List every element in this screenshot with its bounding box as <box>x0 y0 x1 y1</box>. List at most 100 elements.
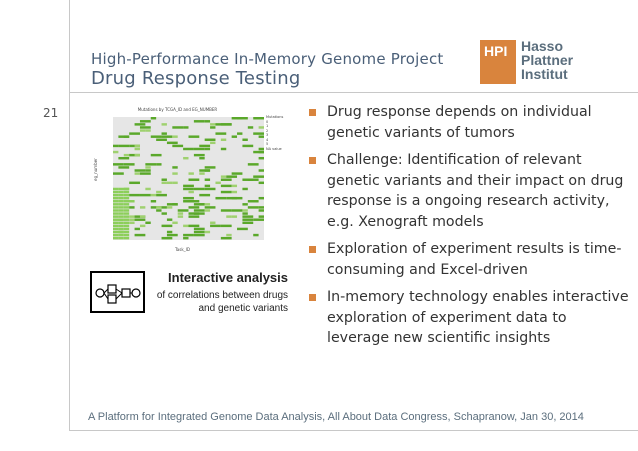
heatmap-cell <box>258 126 264 129</box>
heatmap-cell <box>231 172 243 175</box>
heatmap-cell <box>242 138 248 141</box>
heatmap-cell <box>113 212 119 215</box>
heatmap-cell <box>113 233 119 237</box>
heatmap-cell <box>166 218 173 221</box>
heatmap-cell <box>204 203 211 206</box>
logo-line-2: Plattner <box>521 52 574 68</box>
heatmap-cell <box>258 206 270 209</box>
bullet-square-icon <box>309 109 316 116</box>
heatmap-cell <box>199 193 211 197</box>
heatmap-cell <box>177 212 184 215</box>
heatmap-cell <box>123 227 130 231</box>
heatmap-cell <box>113 236 119 240</box>
heatmap-cell <box>150 117 157 120</box>
heatmap-cell <box>177 215 184 218</box>
heatmap-cell <box>118 206 124 209</box>
callout-subtitle-line-1: of correlations between drugs <box>156 290 288 301</box>
heatmap-cell <box>150 193 157 197</box>
heatmap-cell <box>139 172 151 175</box>
heatmap-cell <box>215 196 227 200</box>
heatmap-cell <box>231 190 238 194</box>
heatmap-cell <box>183 236 189 240</box>
logo-line-3: Institut <box>521 66 568 82</box>
heatmap-cell <box>118 236 124 240</box>
heatmap-cell <box>123 230 130 234</box>
heatmap-cell <box>204 120 211 123</box>
heatmap-cell <box>139 129 146 132</box>
heatmap-cell <box>129 193 140 197</box>
heatmap-cell <box>210 224 221 228</box>
heatmap-cell <box>220 209 232 212</box>
heatmap-cell <box>183 196 194 200</box>
workflow-diagram <box>90 271 145 313</box>
page-number: 21 <box>43 106 59 120</box>
heatmap-cell <box>220 190 232 194</box>
bullet-item: Challenge: Identification of relevant ge… <box>305 150 630 232</box>
heatmap-cell <box>231 196 243 200</box>
heatmap-cell <box>188 190 194 194</box>
heatmap-cell <box>161 206 167 209</box>
heatmap-cell <box>199 203 205 206</box>
heatmap-cell <box>188 224 200 228</box>
heatmap-cell <box>123 233 130 237</box>
heatmap-cell <box>139 224 146 228</box>
heatmap-cell <box>183 184 194 188</box>
heatmap-cell <box>113 193 119 197</box>
heatmap-cell <box>226 175 238 178</box>
legend-item: 5 <box>266 142 269 146</box>
heatmap-cell <box>161 224 173 228</box>
heatmap-cell <box>118 227 124 231</box>
heatmap-cell <box>150 200 157 203</box>
bullet-square-icon <box>309 157 316 164</box>
heatmap-cell <box>145 163 157 166</box>
heatmap-cell <box>242 221 254 225</box>
heatmap-cells <box>113 117 270 240</box>
heatmap-cell <box>123 224 130 228</box>
logo-box-text: HPI <box>484 43 508 59</box>
heatmap-cell <box>139 206 146 209</box>
heatmap-cell <box>166 233 178 237</box>
heatmap-cell <box>150 135 162 138</box>
heatmap-cell <box>118 144 130 148</box>
legend-item: 4 <box>266 137 269 142</box>
heatmap-cell <box>188 178 200 181</box>
heatmap-cell <box>220 236 232 240</box>
heatmap-cell <box>204 147 211 151</box>
heatmap-cell <box>193 147 205 151</box>
heatmap-cell <box>188 135 200 138</box>
heatmap-cell <box>253 150 264 154</box>
heatmap-cell <box>220 138 227 141</box>
heatmap-cell <box>253 132 264 135</box>
heatmap-cell <box>139 120 151 123</box>
slide-footer: A Platform for Integrated Genome Data An… <box>88 411 584 423</box>
heatmap-cell <box>118 156 130 160</box>
header-rule <box>69 92 638 93</box>
heatmap-cell <box>215 181 221 185</box>
heatmap-cell <box>220 224 232 228</box>
heatmap-cell <box>183 187 194 191</box>
heatmap-cell <box>258 169 270 172</box>
heatmap-cell <box>134 147 140 151</box>
heatmap-cell <box>129 221 135 225</box>
heatmap-cell <box>242 215 254 218</box>
heatmap-cell <box>188 206 200 209</box>
heatmap-cell <box>118 230 124 234</box>
heatmap-cell <box>220 147 227 151</box>
bullet-item: Exploration of experiment results is tim… <box>305 239 630 280</box>
heatmap-cell <box>156 209 162 212</box>
heatmap-cell <box>231 135 238 138</box>
heatmap-cell <box>161 135 173 138</box>
heatmap-cell <box>118 212 124 215</box>
footer-rule <box>69 430 638 431</box>
heatmap-cell <box>215 132 227 135</box>
heatmap-cell <box>123 212 130 215</box>
chart-title: Mutations by TCGA_ID and EG_NUMBER <box>137 107 218 112</box>
heatmap-cell <box>123 135 130 138</box>
heatmap-cell <box>193 230 205 234</box>
heatmap-cell <box>193 233 205 237</box>
heatmap-cell <box>204 138 216 141</box>
chart-y-label: eg_number <box>92 158 98 181</box>
heatmap-cell <box>193 120 205 123</box>
heatmap-cell <box>161 123 167 126</box>
